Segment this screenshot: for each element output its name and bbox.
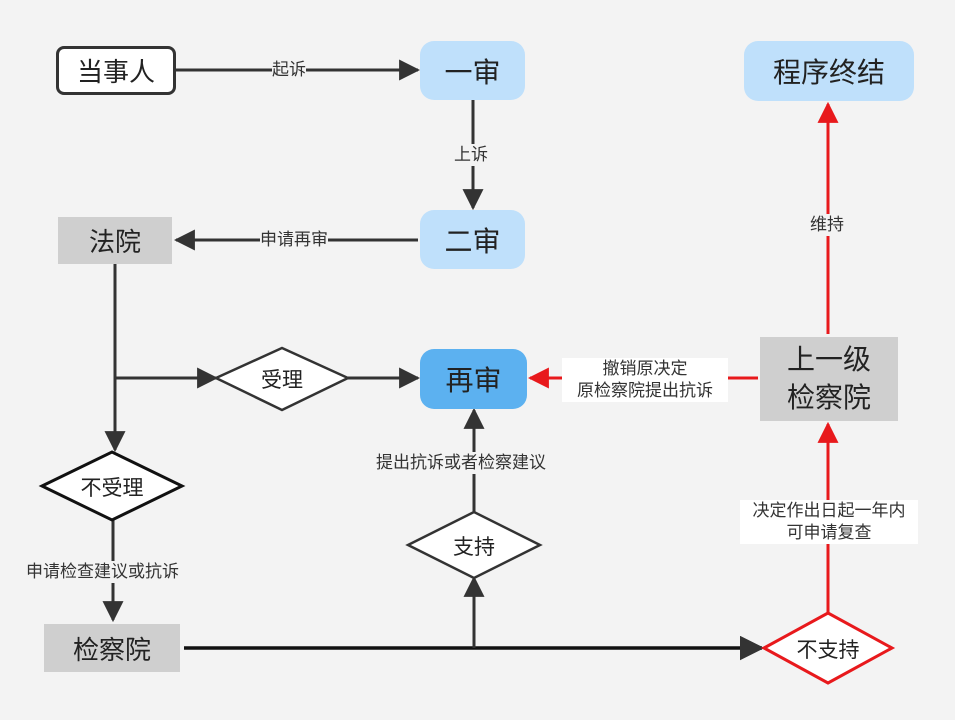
edge-label-review: 决定作出日起一年内 可申请复查: [740, 500, 918, 544]
label-accept: 受理: [261, 368, 303, 392]
edge-label-file-protest: 提出抗诉或者检察建议: [376, 452, 546, 474]
accept-diamond: [213, 346, 351, 412]
edge-label-uphold: 维持: [810, 214, 844, 236]
not-accept-diamond: [38, 450, 186, 522]
not-support-diamond: [760, 611, 896, 685]
support-diamond: [405, 510, 543, 580]
edge-label-apply-supervision: 申请检查建议或抗诉: [26, 561, 179, 583]
node-retrial: 再审: [420, 349, 527, 409]
node-procedure-end: 程序终结: [744, 41, 914, 101]
edge-label-revoke: 撤销原决定 原检察院提出抗诉: [562, 358, 728, 402]
edge-label-apply-retrial: 申请再审: [260, 229, 328, 251]
label-support: 支持: [453, 535, 495, 559]
node-court: 法院: [58, 217, 172, 264]
label-not-accept: 不受理: [80, 476, 144, 500]
node-second-trial: 二审: [420, 210, 525, 269]
node-procuratorate: 检察院: [44, 624, 180, 672]
label-not-support: 不支持: [796, 638, 860, 662]
node-first-trial: 一审: [420, 41, 525, 100]
edge-label-sue: 起诉: [272, 59, 306, 81]
edge-label-appeal: 上诉: [454, 144, 488, 166]
node-party: 当事人: [56, 46, 176, 95]
node-upper-procuratorate: 上一级 检察院: [760, 337, 898, 421]
